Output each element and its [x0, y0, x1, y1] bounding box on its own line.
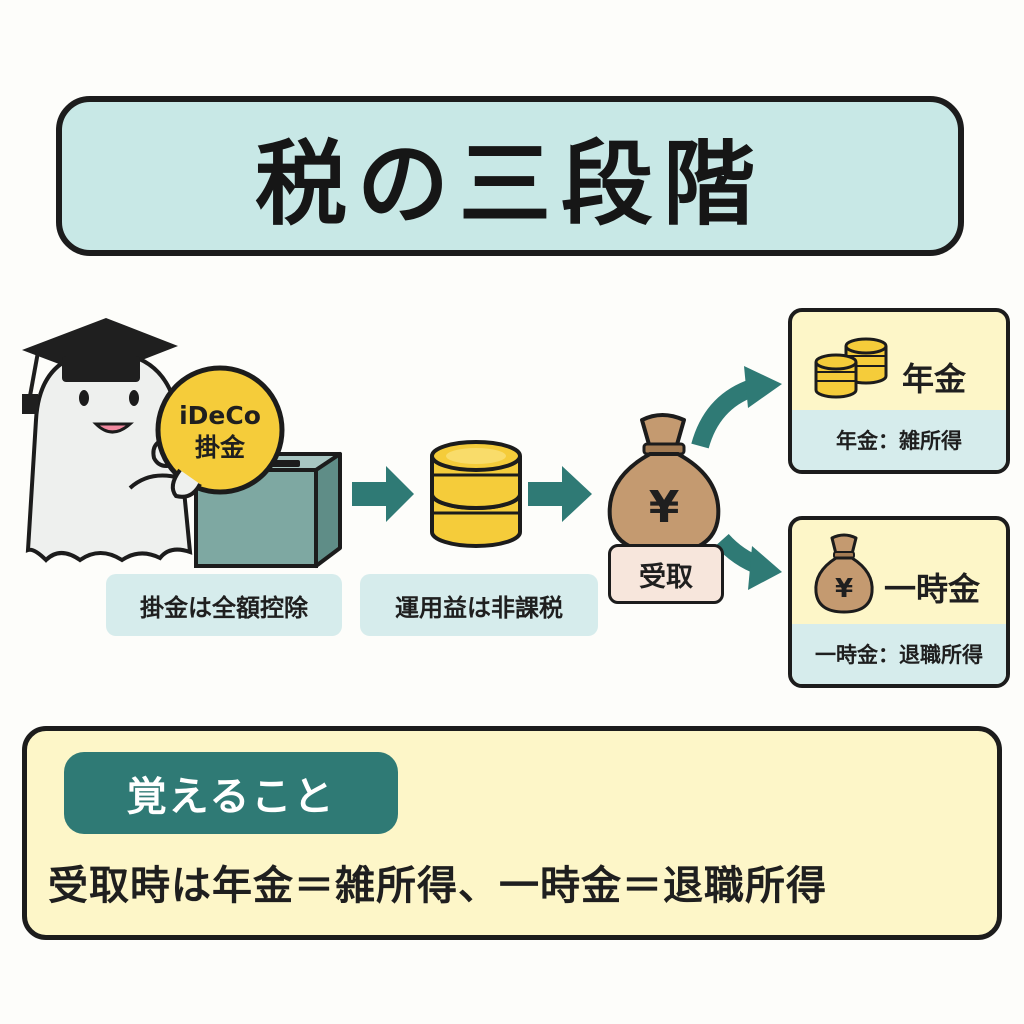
step-label-contribution: 掛金は全額控除 [106, 574, 342, 636]
money-bag-icon: ¥ [814, 533, 874, 614]
yen-symbol: ¥ [649, 482, 680, 533]
output-detail-lump-sum: 一時金：退職所得 [792, 624, 1006, 684]
output-card-lump-sum: ¥ 一時金 一時金：退職所得 [788, 516, 1010, 688]
memo-heading: 覚えること [64, 752, 398, 834]
ghost-mascot-icon [25, 349, 193, 563]
coins-icon [814, 337, 888, 399]
output-detail-pension: 年金：雑所得 [792, 410, 1006, 470]
arrow-up-right-icon [691, 379, 756, 449]
output-title-lump-sum: 一時金 [884, 570, 981, 608]
page-title: 税の三段階 [254, 130, 765, 238]
title-banner: 税の三段階 [56, 96, 964, 256]
coin-stack-icon [430, 440, 522, 548]
output-title-pension: 年金 [902, 360, 967, 398]
arrow-right-icon [528, 466, 592, 522]
memo-text: 受取時は年金＝雑所得、一時金＝退職所得 [48, 863, 827, 909]
ideco-coin-icon: iDeCo 掛金 [155, 365, 285, 495]
graduation-cap-icon [22, 318, 178, 414]
step-label-receive: 受取 [608, 544, 724, 604]
step-label-investment: 運用益は非課税 [360, 574, 598, 636]
coin-label-top: iDeCo [179, 401, 261, 430]
output-card-pension: 年金 年金：雑所得 [788, 308, 1010, 474]
coin-label-bottom: 掛金 [195, 433, 246, 462]
arrow-right-icon [352, 466, 414, 522]
yen-symbol: ¥ [835, 574, 853, 604]
